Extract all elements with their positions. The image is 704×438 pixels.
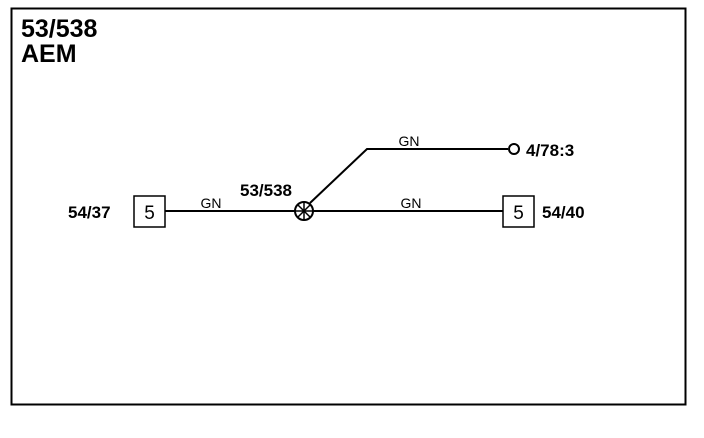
terminal-top-icon xyxy=(508,143,520,155)
title-module: AEM xyxy=(21,40,77,68)
connector-right-pin: 5 xyxy=(513,203,524,224)
connector-left-box xyxy=(133,195,166,228)
terminal-top-label: 4/78:3 xyxy=(526,141,574,160)
connector-left-label: 54/37 xyxy=(68,203,111,222)
wire-right-color: GN xyxy=(401,195,422,211)
diagram-frame xyxy=(10,7,687,406)
splice-label: 53/538 xyxy=(240,181,292,200)
connector-right-label: 54/40 xyxy=(542,203,585,222)
wire-left-color: GN xyxy=(201,195,222,211)
splice-icon xyxy=(294,201,314,221)
title-code: 53/538 xyxy=(21,15,98,43)
connector-left-pin: 5 xyxy=(144,203,155,224)
wire-top-color: GN xyxy=(399,133,420,149)
connector-right-box xyxy=(502,195,535,228)
wire-top xyxy=(309,148,508,204)
